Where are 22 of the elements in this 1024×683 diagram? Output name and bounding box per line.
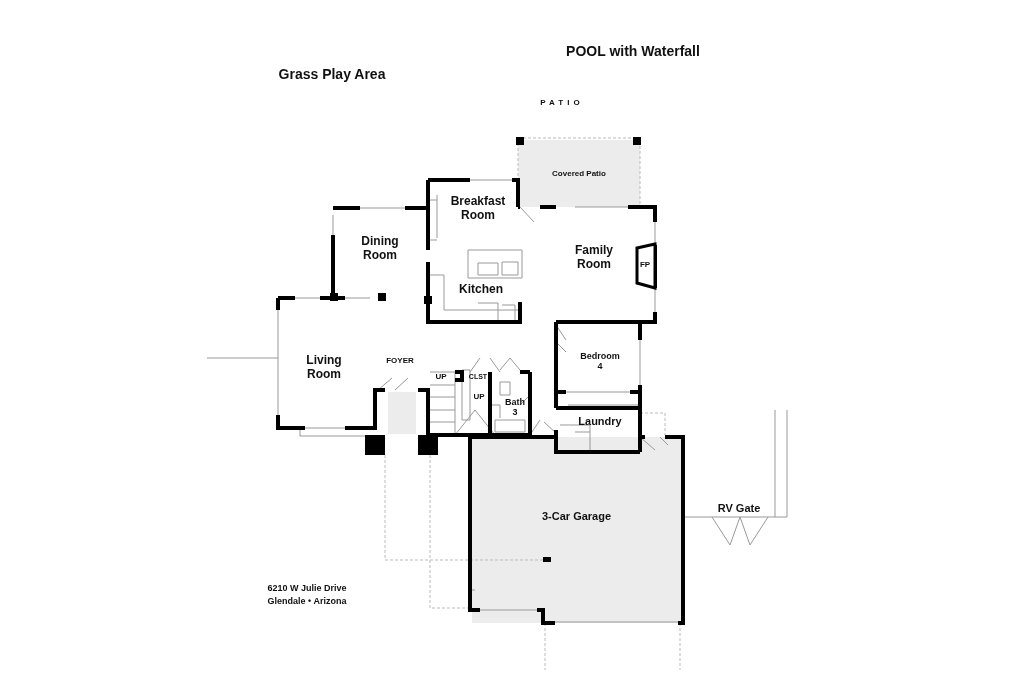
room-label: Living Room xyxy=(305,354,343,382)
stair-label: UP xyxy=(473,392,485,402)
covered-patio-area xyxy=(518,140,640,207)
garage-area xyxy=(472,437,681,623)
room-label: Covered Patio xyxy=(552,169,606,178)
room-label: Dining Room xyxy=(360,235,400,263)
room-label: FOYER xyxy=(386,356,414,366)
room-label: Laundry xyxy=(578,414,622,428)
room-label: Family Room xyxy=(574,244,614,272)
address-text: Glendale • Arizona xyxy=(267,595,347,607)
room-label: Kitchen xyxy=(459,283,503,297)
room-label: Bedroom 4 xyxy=(579,350,621,372)
area-label: PATIO xyxy=(540,98,584,108)
area-label: POOL with Waterfall xyxy=(566,42,700,60)
room-label: Bath 3 xyxy=(504,396,526,418)
room-label: Breakfast Room xyxy=(449,195,507,223)
fireplace-label: FP xyxy=(639,260,651,270)
stair-label: UP xyxy=(435,372,447,382)
area-label: RV Gate xyxy=(717,501,761,515)
area-label: Grass Play Area xyxy=(278,65,386,83)
address-text: 6210 W Julie Drive xyxy=(267,582,347,594)
room-label: 3-Car Garage xyxy=(541,510,612,522)
